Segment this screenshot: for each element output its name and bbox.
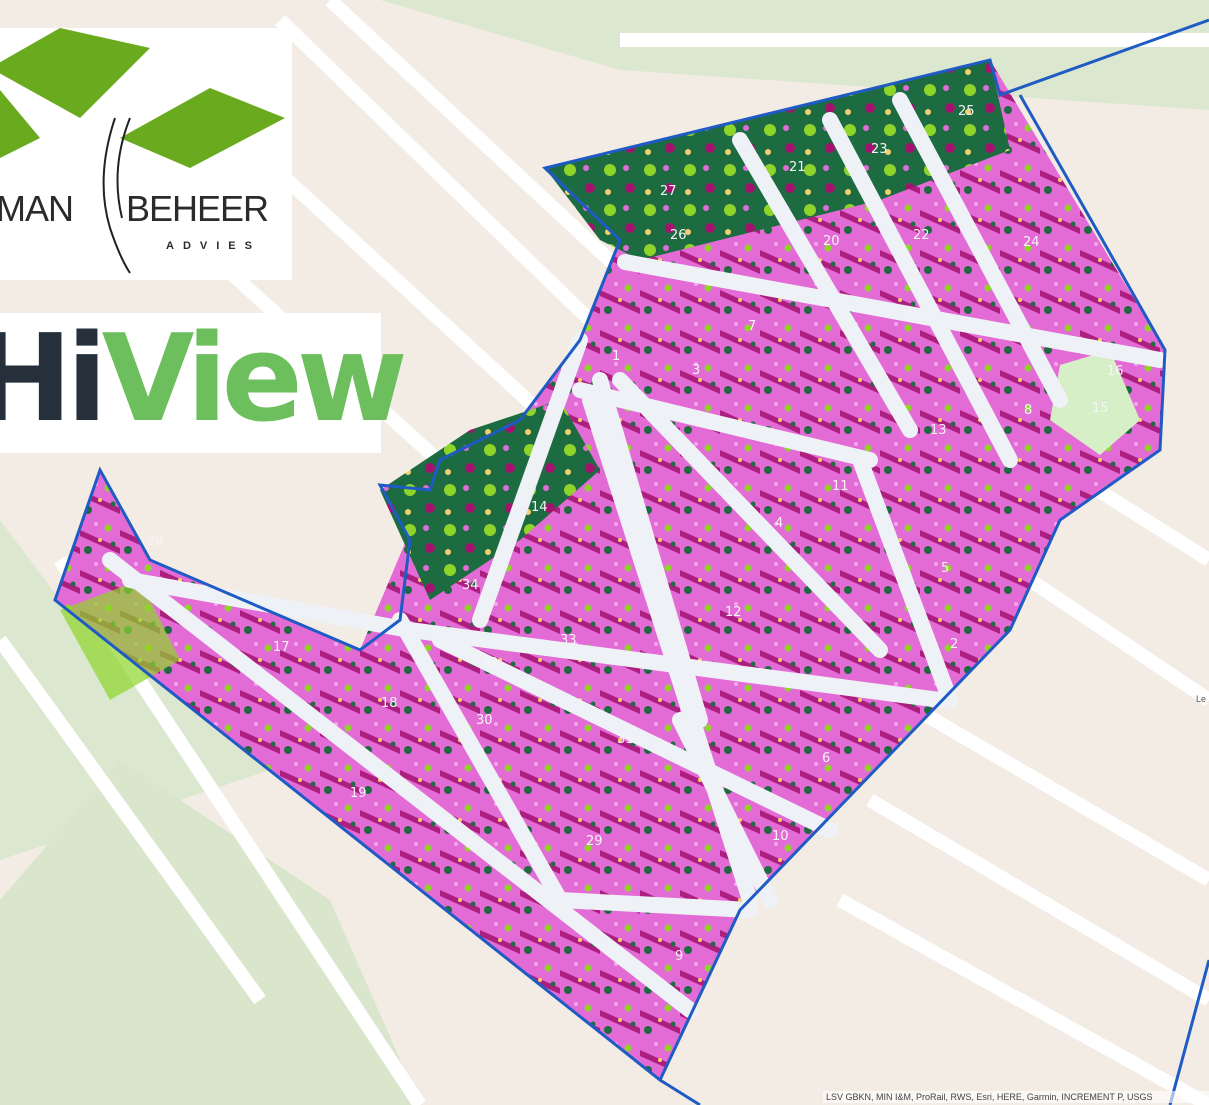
parcel-label-31[interactable]: 31 xyxy=(617,732,634,747)
logo-subtext: ADVIES xyxy=(166,240,261,252)
logo-text-right: BEHEER xyxy=(126,188,269,229)
vegetation-patch xyxy=(60,580,180,700)
company-logo: MAN BEHEER ADVIES xyxy=(0,28,292,280)
parcel-label-6[interactable]: 6 xyxy=(822,751,830,766)
parcel-label-8[interactable]: 8 xyxy=(1024,403,1032,418)
parcel-label-1[interactable]: 1 xyxy=(612,349,620,364)
hiview-wordmark: HiView xyxy=(0,305,408,455)
vegetation-area-dense xyxy=(545,60,1010,260)
hiview-hi: Hi xyxy=(0,310,108,449)
hiview-logo: HiView xyxy=(0,310,408,453)
boundary-extension xyxy=(1168,959,1209,1105)
parcel-labels: 1 2 3 4 5 6 7 8 9 10 11 12 13 14 15 16 1… xyxy=(147,104,1124,964)
parcel-label-15[interactable]: 15 xyxy=(1092,401,1109,416)
area-boundary xyxy=(53,18,1209,1083)
leaf-logo-icon xyxy=(0,28,285,274)
parcel-label-4[interactable]: 4 xyxy=(775,516,783,531)
parcel-label-32[interactable]: 32 xyxy=(482,656,499,671)
parcel-label-14[interactable]: 14 xyxy=(531,500,548,515)
parcel-label-20[interactable]: 20 xyxy=(823,234,840,249)
parcel-label-17[interactable]: 17 xyxy=(273,640,290,655)
parcel-label-2[interactable]: 2 xyxy=(950,637,958,652)
parcel-label-13[interactable]: 13 xyxy=(930,423,947,438)
field-parcel-15 xyxy=(1050,350,1140,455)
parcel-label-25[interactable]: 25 xyxy=(958,104,975,119)
parcel-label-5[interactable]: 5 xyxy=(941,561,949,576)
parcel-label-22[interactable]: 22 xyxy=(913,228,930,243)
map-attribution[interactable]: LSV GBKN, MIN I&M, ProRail, RWS, Esri, H… xyxy=(823,1091,1209,1103)
parcel-label-21[interactable]: 21 xyxy=(789,160,806,175)
parcel-label-19[interactable]: 19 xyxy=(350,786,367,801)
parcel-label-18[interactable]: 18 xyxy=(381,696,398,711)
parcel-label-9[interactable]: 9 xyxy=(675,949,683,964)
internal-roads xyxy=(102,92,1168,1018)
parcel-label-24[interactable]: 24 xyxy=(1023,235,1040,250)
parcel-label-7[interactable]: 7 xyxy=(748,319,756,334)
map-edge-label: Le xyxy=(1196,694,1207,704)
parcel-label-29[interactable]: 29 xyxy=(586,834,603,849)
parcel-label-12[interactable]: 12 xyxy=(725,605,742,620)
parcel-label-26[interactable]: 26 xyxy=(670,228,687,243)
hiview-view: View xyxy=(101,310,408,449)
parcel-label-10[interactable]: 10 xyxy=(772,829,789,844)
boundary-extension xyxy=(659,1078,701,1105)
parcel-label-28[interactable]: 28 xyxy=(147,534,164,549)
parcel-label-33[interactable]: 33 xyxy=(560,633,577,648)
parcel-label-23[interactable]: 23 xyxy=(871,142,888,157)
parcel-label-11[interactable]: 11 xyxy=(832,479,849,494)
parcel-label-16[interactable]: 16 xyxy=(1107,364,1124,379)
parcel-label-3[interactable]: 3 xyxy=(692,363,700,378)
parcel-label-27[interactable]: 27 xyxy=(660,184,677,199)
logo-text-left: MAN xyxy=(0,188,74,229)
parcel-label-34[interactable]: 34 xyxy=(462,578,479,593)
parcel-label-30[interactable]: 30 xyxy=(476,713,493,728)
